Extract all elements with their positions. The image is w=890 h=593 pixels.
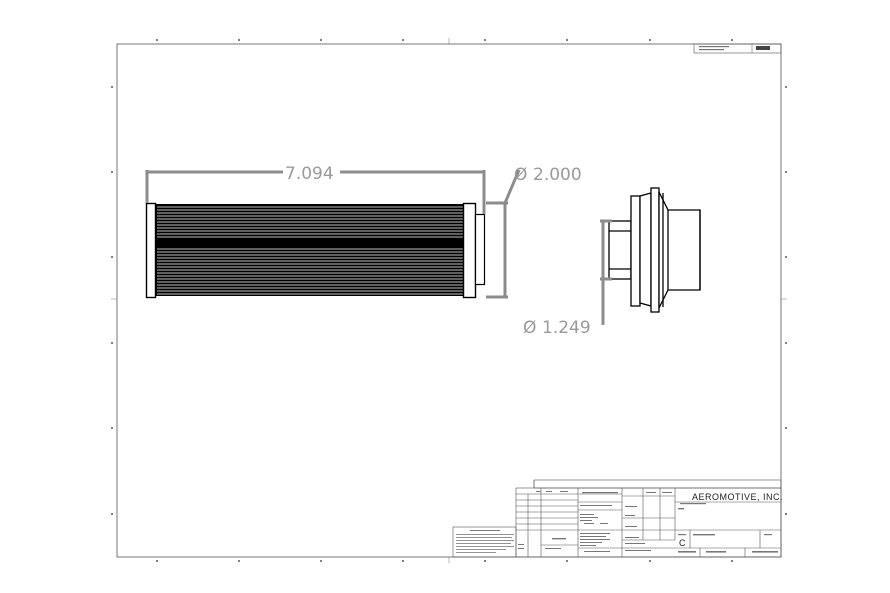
pleat-lines bbox=[157, 206, 463, 295]
filter-element-end-view bbox=[608, 187, 701, 313]
left-end-cap bbox=[145, 202, 157, 299]
end-view-cone bbox=[658, 191, 701, 309]
inner-diameter-value: 1.249 bbox=[542, 318, 591, 338]
end-view-flange bbox=[639, 192, 652, 307]
outer-diameter-value: 2.000 bbox=[533, 165, 582, 185]
inner-diameter-dimension bbox=[600, 219, 612, 325]
length-dimension-value: 7.094 bbox=[285, 164, 334, 184]
inner-diameter-symbol: Ø bbox=[523, 318, 536, 338]
outer-diameter-symbol: Ø bbox=[514, 165, 527, 185]
end-view-ring bbox=[650, 187, 660, 313]
end-view-collar bbox=[630, 195, 641, 307]
sheet-size-letter: C bbox=[679, 538, 686, 548]
end-view-nipple bbox=[608, 220, 632, 280]
company-name: AEROMOTIVE, INC. bbox=[692, 492, 783, 502]
title-block-fine-text bbox=[456, 491, 778, 553]
outlet-nipple bbox=[474, 213, 486, 286]
outer-diameter-dimension bbox=[486, 169, 521, 299]
title-block bbox=[452, 479, 782, 558]
right-end-cap bbox=[462, 202, 477, 299]
revision-block bbox=[693, 43, 782, 54]
border-zone-ticks bbox=[111, 39, 787, 562]
center-marks bbox=[111, 38, 787, 563]
filter-element-side-view bbox=[145, 202, 486, 299]
length-dimension bbox=[145, 170, 486, 214]
